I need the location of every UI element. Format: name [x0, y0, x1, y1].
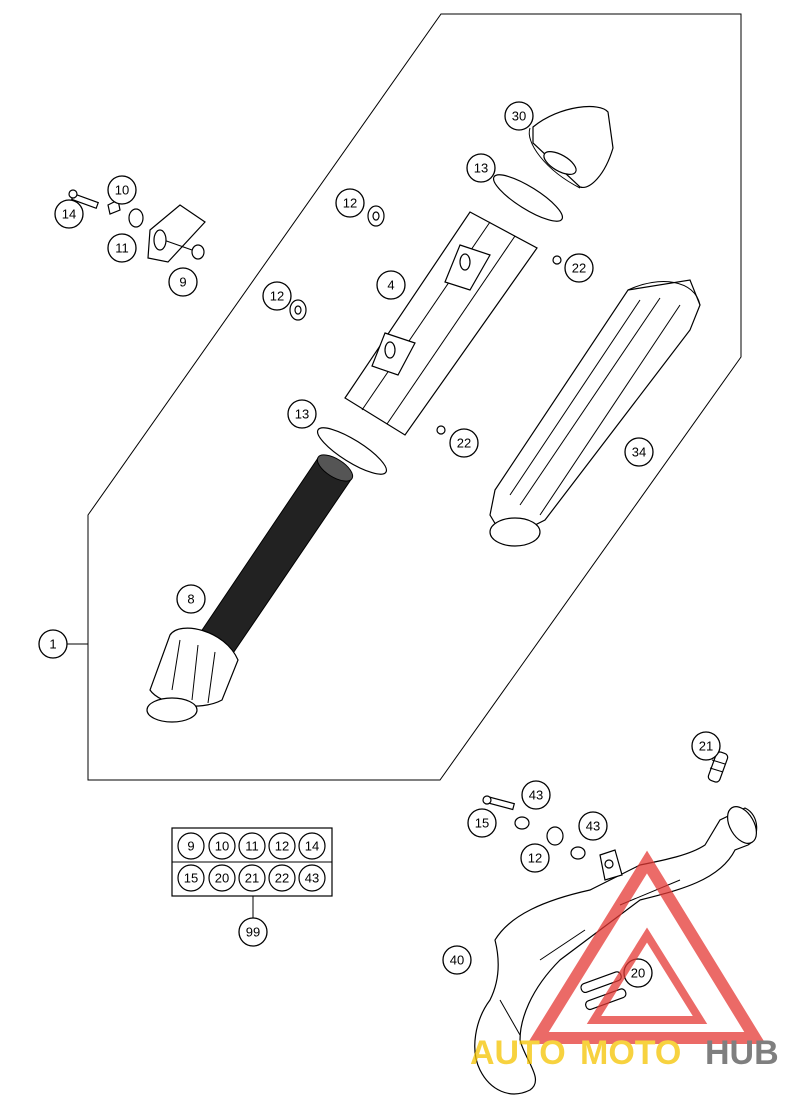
kit-item[interactable]: 20 — [208, 864, 236, 892]
watermark-auto: AUTO — [470, 1034, 566, 1072]
leader-lines — [67, 643, 254, 918]
assembly-boundary — [87, 13, 742, 781]
callout-4[interactable]: 4 — [376, 270, 406, 300]
watermark-logo: AUTO MOTO HUB — [470, 850, 779, 1072]
kit-item[interactable]: 43 — [298, 864, 326, 892]
callout-30[interactable]: 30 — [504, 101, 534, 131]
svg-text:15: 15 — [184, 871, 198, 886]
svg-text:43: 43 — [305, 871, 319, 886]
svg-text:12: 12 — [275, 839, 289, 854]
callout-99[interactable]: 99 — [238, 917, 268, 947]
svg-text:34: 34 — [632, 445, 646, 460]
callout-14[interactable]: 14 — [54, 199, 84, 229]
svg-text:14: 14 — [305, 839, 319, 854]
kit-item[interactable]: 9 — [177, 832, 205, 860]
callout-22-upper[interactable]: 22 — [564, 253, 594, 283]
svg-text:9: 9 — [179, 275, 186, 290]
end-cap-part — [528, 106, 614, 189]
svg-text:11: 11 — [115, 241, 129, 256]
svg-text:40: 40 — [450, 953, 464, 968]
callout-10[interactable]: 10 — [107, 175, 137, 205]
svg-text:11: 11 — [245, 839, 259, 854]
o-ring-lower — [316, 427, 388, 475]
o-ring-upper — [492, 174, 564, 222]
svg-text:20: 20 — [631, 966, 645, 981]
callout-9[interactable]: 9 — [168, 267, 198, 297]
kit-row-2: 15 20 21 22 43 — [177, 864, 326, 892]
callout-1[interactable]: 1 — [38, 629, 68, 659]
svg-text:13: 13 — [295, 407, 309, 422]
svg-text:22: 22 — [572, 261, 586, 276]
svg-text:30: 30 — [512, 109, 526, 124]
watermark-hub: HUB — [705, 1034, 779, 1072]
kit-item[interactable]: 21 — [238, 864, 266, 892]
svg-text:13: 13 — [474, 161, 488, 176]
svg-text:22: 22 — [457, 436, 471, 451]
svg-text:21: 21 — [245, 871, 259, 886]
svg-text:12: 12 — [270, 289, 284, 304]
svg-text:9: 9 — [187, 839, 194, 854]
callout-40[interactable]: 40 — [442, 945, 472, 975]
callout-43-upper[interactable]: 43 — [521, 780, 551, 810]
screw-parts — [436, 255, 562, 435]
spring-part-upper — [707, 751, 729, 783]
svg-text:14: 14 — [62, 207, 76, 222]
grommet-parts — [289, 205, 385, 321]
muffler-inner-sleeve — [344, 211, 538, 436]
perforated-tube — [146, 454, 354, 723]
svg-text:22: 22 — [275, 871, 289, 886]
kit-item[interactable]: 14 — [298, 832, 326, 860]
svg-text:4: 4 — [387, 278, 394, 293]
callout-12-middle[interactable]: 12 — [262, 281, 292, 311]
callout-13-upper[interactable]: 13 — [466, 153, 496, 183]
svg-text:20: 20 — [215, 871, 229, 886]
callout-43-lower[interactable]: 43 — [578, 811, 608, 841]
clamp-hardware — [68, 189, 206, 263]
kit-item[interactable]: 12 — [268, 832, 296, 860]
kit-item[interactable]: 15 — [177, 864, 205, 892]
svg-text:21: 21 — [699, 739, 713, 754]
callout-11[interactable]: 11 — [107, 233, 137, 263]
kit-item[interactable]: 11 — [238, 832, 266, 860]
svg-text:43: 43 — [586, 819, 600, 834]
callout-21[interactable]: 21 — [691, 731, 721, 761]
svg-text:15: 15 — [475, 816, 489, 831]
callout-12-upper[interactable]: 12 — [335, 188, 365, 218]
kit-item[interactable]: 22 — [268, 864, 296, 892]
svg-text:10: 10 — [215, 839, 229, 854]
callout-13-lower[interactable]: 13 — [287, 399, 317, 429]
svg-text:8: 8 — [187, 592, 194, 607]
header-hardware — [482, 795, 586, 860]
svg-text:99: 99 — [246, 925, 260, 940]
svg-text:1: 1 — [49, 637, 56, 652]
callout-15[interactable]: 15 — [467, 808, 497, 838]
silencer-body — [489, 279, 701, 547]
svg-text:12: 12 — [343, 196, 357, 211]
svg-text:43: 43 — [529, 788, 543, 803]
kit-item[interactable]: 10 — [208, 832, 236, 860]
kit-row-1: 9 10 11 12 14 — [177, 832, 326, 860]
svg-text:12: 12 — [528, 851, 542, 866]
watermark-moto: MOTO — [580, 1034, 681, 1072]
svg-text:10: 10 — [115, 183, 129, 198]
callout-34[interactable]: 34 — [624, 437, 654, 467]
callout-22-lower[interactable]: 22 — [449, 428, 479, 458]
callout-12-lower[interactable]: 12 — [520, 843, 550, 873]
callout-8[interactable]: 8 — [176, 584, 206, 614]
